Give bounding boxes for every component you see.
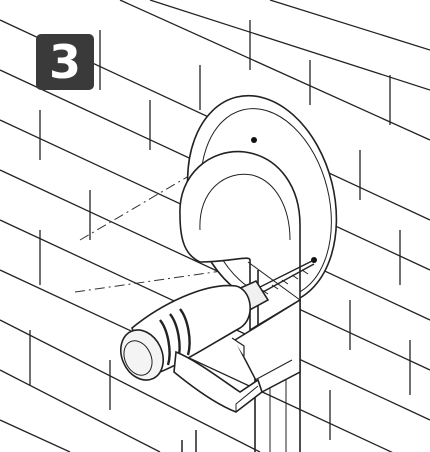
power-drill bbox=[120, 279, 270, 413]
pipe-clamp bbox=[181, 298, 301, 452]
step-number-label: 3 bbox=[48, 35, 81, 89]
step-number-badge: 3 bbox=[36, 34, 94, 90]
pilot-hole-top bbox=[251, 137, 257, 143]
